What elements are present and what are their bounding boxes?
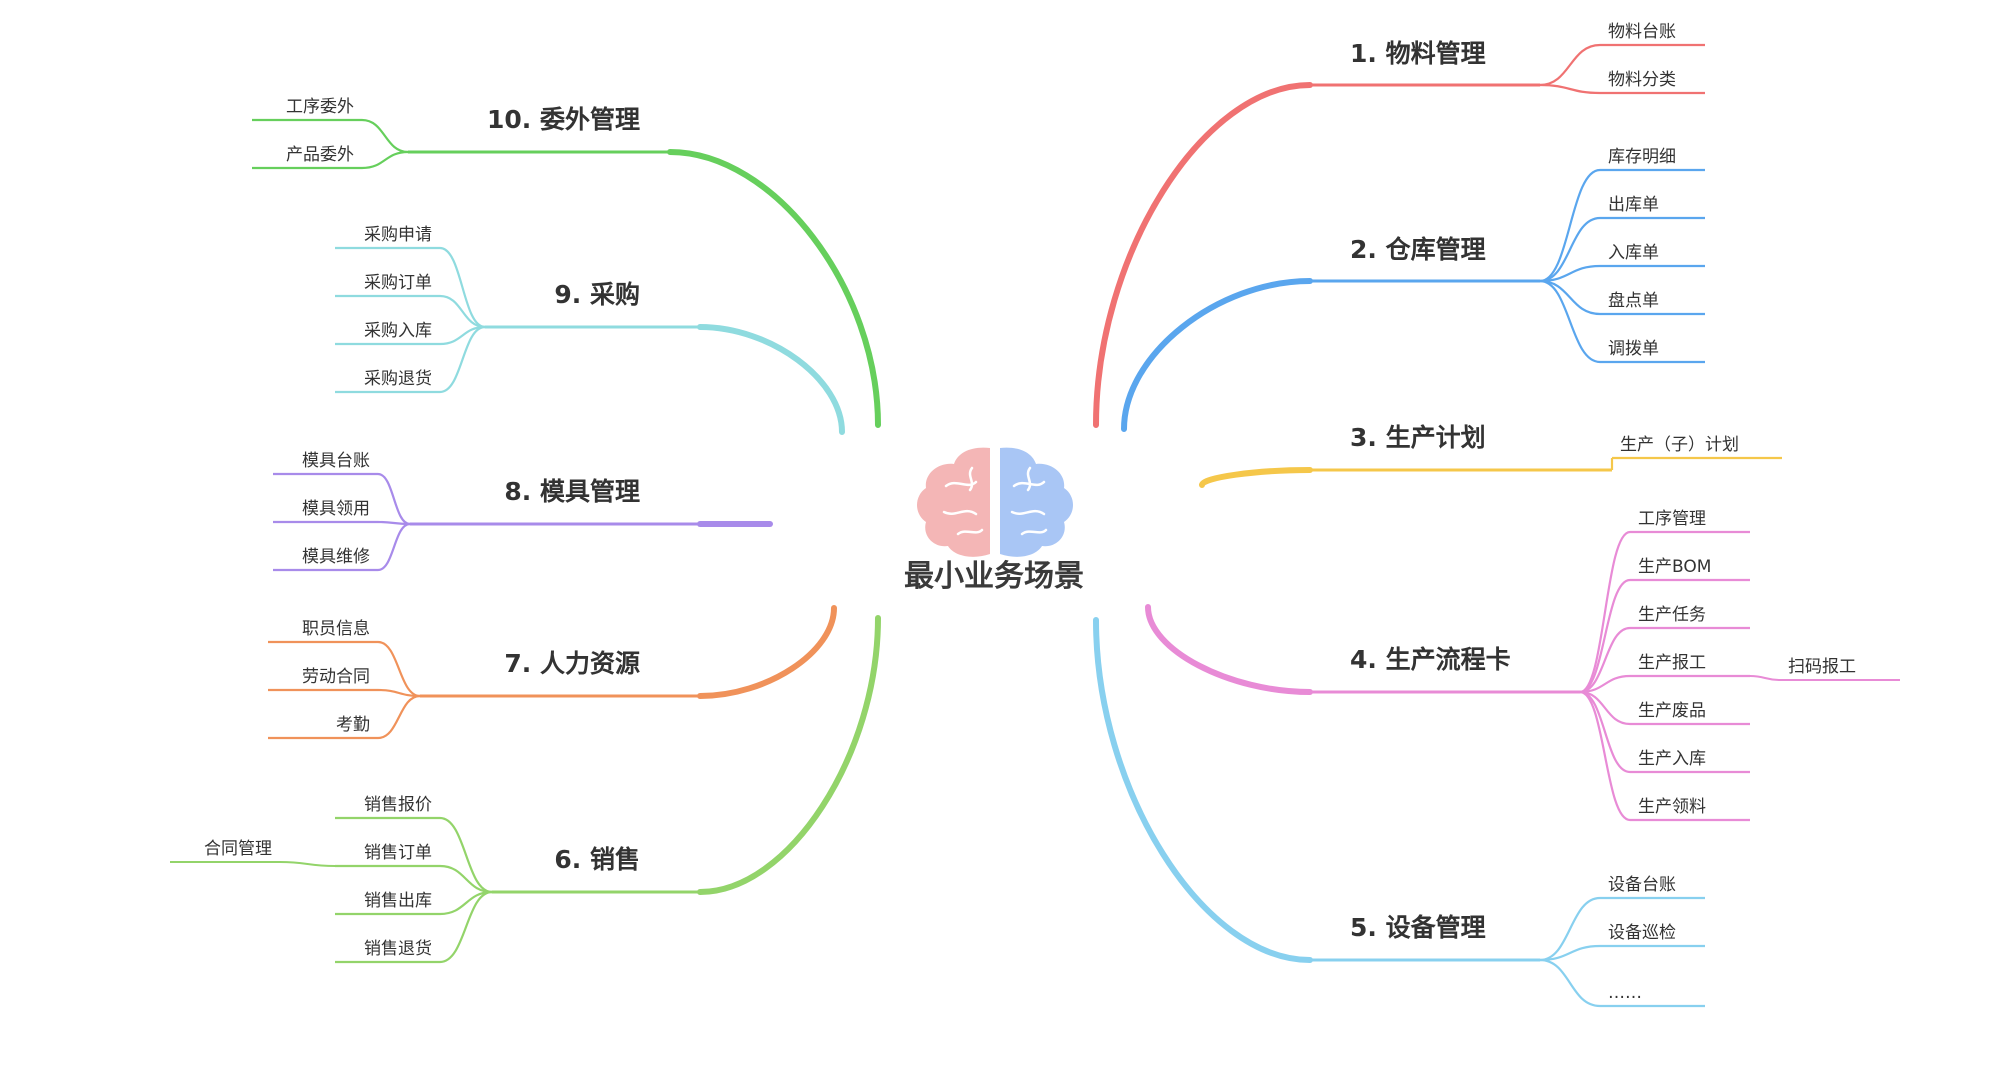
branch-8-leaf-3-link: [377, 522, 411, 572]
branch-2-leaf-3-link: [1539, 264, 1601, 283]
branch-8-label: 8. 模具管理: [504, 477, 640, 506]
branch-4-trunk: [1145, 604, 1313, 695]
branch-8-leaf-2: 模具领用: [302, 499, 370, 519]
brain-left-hemisphere: [917, 447, 990, 557]
branch-6-leaf-2: 销售订单: [364, 843, 432, 863]
branch-10-leaf-1-link: [361, 118, 409, 154]
branch-6-leaf-4-link: [439, 890, 493, 964]
branch-5-leaf-3-link: [1539, 958, 1601, 1008]
branch-10-leaf-2: 产品委外: [286, 145, 354, 165]
center-title: 最小业务场景: [904, 559, 1084, 594]
branch-9-leaf-2-link: [439, 294, 486, 329]
branch-5-leaf-1: 设备台账: [1608, 875, 1676, 895]
branch-10-trunk: [667, 149, 881, 428]
branch-5-leaf-2: 设备巡检: [1608, 923, 1676, 943]
branch-1-leaf-2: 物料分类: [1608, 70, 1676, 90]
branch-9-leaf-4-link: [439, 325, 486, 394]
branch-7-leaf-1-link: [377, 640, 421, 698]
branch-6-trunk: [697, 615, 881, 895]
branch-6-leaf-4: 销售退货: [364, 939, 432, 959]
branch-4-leaf-4: 生产报工: [1638, 653, 1706, 673]
branch-7-leaf-2: 劳动合同: [302, 667, 370, 687]
branch-4-leaf-1: 工序管理: [1638, 509, 1706, 529]
branch-5-label: 5. 设备管理: [1350, 913, 1486, 942]
branch-2-leaf-1-link: [1539, 168, 1601, 283]
branch-5-trunk: [1093, 617, 1313, 963]
branch-10-label: 10. 委外管理: [487, 105, 640, 134]
branch-2-leaf-2: 出库单: [1608, 195, 1659, 215]
branch-10-leaf-2-link: [361, 150, 409, 170]
branch-5-leaf-2-link: [1539, 944, 1601, 962]
branch-4-leaf-2-link: [1579, 578, 1631, 694]
branch-2-trunk: [1121, 278, 1313, 432]
branch-6-leaf-1-link: [439, 816, 493, 894]
branch-2-leaf-3: 入库单: [1608, 243, 1659, 263]
branch-9-label: 9. 采购: [554, 280, 640, 309]
branch-3-trunk: [1199, 467, 1313, 488]
branch-9-leaf-1: 采购申请: [364, 225, 432, 245]
branch-7-leaf-3-link: [377, 694, 421, 740]
branch-7-leaf-1: 职员信息: [302, 619, 370, 639]
branch-5-leaf-3: ……: [1608, 983, 1642, 1003]
branch-2-leaf-4: 盘点单: [1608, 291, 1659, 311]
branch-2-leaf-5-link: [1539, 279, 1601, 364]
branch-3-label: 3. 生产计划: [1350, 423, 1486, 452]
branch-6-subleaf-1: 合同管理: [204, 839, 272, 859]
branch-5-leaf-1-link: [1539, 896, 1601, 962]
brain-right-hemisphere: [1000, 447, 1073, 557]
branch-2-leaf-5: 调拨单: [1608, 339, 1659, 359]
branch-2-leaf-4-link: [1539, 279, 1601, 316]
branch-9-leaf-1-link: [439, 246, 486, 329]
branch-4-leaf-5: 生产废品: [1638, 701, 1706, 721]
branch-6-leaf-3: 销售出库: [364, 891, 432, 911]
branch-9-leaf-3: 采购入库: [364, 321, 432, 341]
branch-4-leaf-1-link: [1579, 530, 1631, 694]
branch-6-label: 6. 销售: [554, 845, 640, 874]
branch-4-subleaf-link: [1749, 675, 1781, 681]
branch-4-leaf-4-link: [1579, 674, 1631, 694]
branch-4-leaf-3: 生产任务: [1638, 605, 1706, 625]
branch-8-leaf-1: 模具台账: [302, 451, 370, 471]
branch-4-leaf-5-link: [1579, 690, 1631, 726]
branch-1-trunk: [1093, 82, 1313, 428]
branch-9-leaf-4: 采购退货: [364, 369, 432, 389]
branch-9-leaf-2: 采购订单: [364, 273, 432, 293]
branch-6-subleaf-link: [279, 861, 336, 867]
branch-4-leaf-3-link: [1579, 626, 1631, 694]
branch-2-label: 2. 仓库管理: [1350, 235, 1486, 264]
branch-4-label: 4. 生产流程卡: [1350, 645, 1511, 674]
branch-7-trunk: [697, 605, 837, 699]
branch-4-leaf-7: 生产领料: [1638, 797, 1706, 817]
branch-4-leaf-6: 生产入库: [1638, 749, 1706, 769]
branch-8-leaf-3: 模具维修: [302, 547, 370, 567]
brain-icon: [917, 447, 1073, 557]
branch-1-leaf-1: 物料台账: [1608, 22, 1676, 42]
branch-4-subleaf-1: 扫码报工: [1788, 657, 1856, 677]
branch-4-leaf-2: 生产BOM: [1638, 557, 1711, 577]
branch-6-leaf-2-link: [439, 864, 493, 894]
branch-6-leaf-1: 销售报价: [364, 795, 432, 815]
branch-1-leaf-2-link: [1539, 83, 1601, 95]
branch-2-leaf-2-link: [1539, 216, 1601, 283]
branch-9-trunk: [697, 324, 845, 435]
branch-8-leaf-1-link: [377, 472, 411, 526]
branch-2-leaf-1: 库存明细: [1608, 147, 1676, 167]
branch-4-leaf-7-link: [1579, 690, 1631, 822]
branch-1-leaf-1-link: [1539, 43, 1601, 87]
branch-10-leaf-1: 工序委外: [286, 97, 354, 117]
branch-3-leaf-1: 生产（子）计划: [1620, 435, 1739, 455]
branch-7-label: 7. 人力资源: [504, 649, 640, 678]
branch-7-leaf-3: 考勤: [336, 715, 370, 735]
branch-1-label: 1. 物料管理: [1350, 39, 1486, 68]
